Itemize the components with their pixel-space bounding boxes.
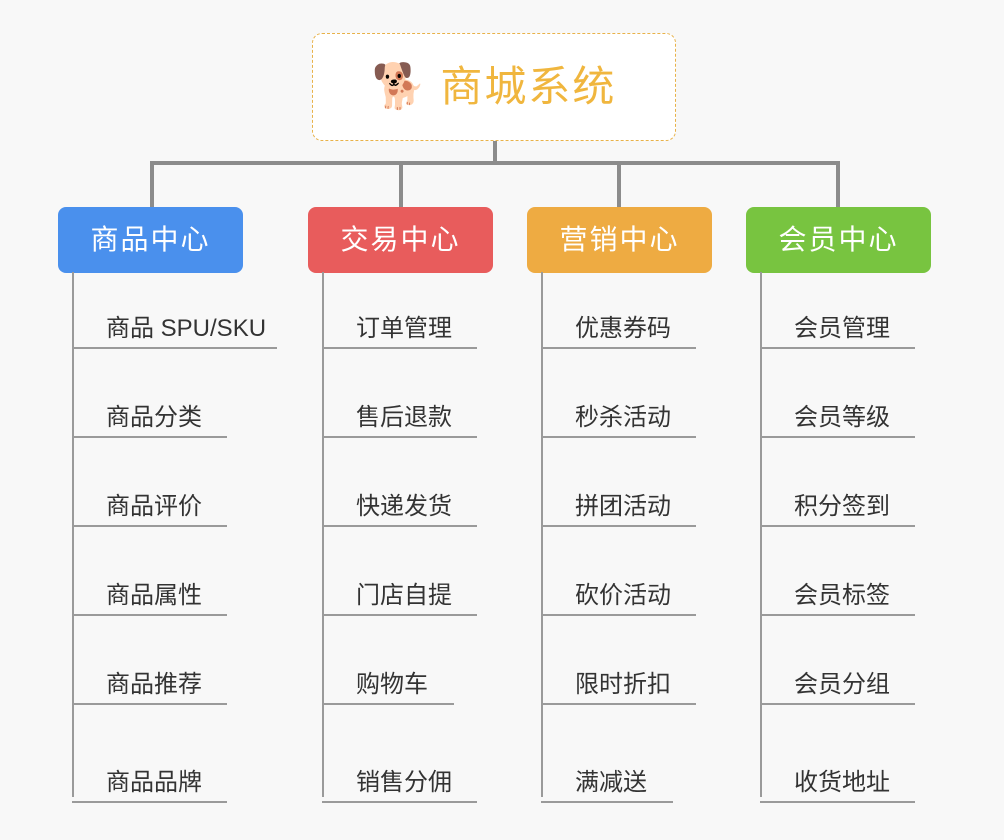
- leaf-label: 收货地址: [794, 769, 890, 796]
- bus-connector: [152, 161, 838, 165]
- leaf-item[interactable]: 会员管理: [760, 317, 915, 349]
- leaf-label: 优惠券码: [575, 315, 671, 342]
- leaf-label: 会员管理: [794, 315, 890, 342]
- branch-drop-connector-1: [150, 161, 154, 208]
- leaf-label: 商品评价: [106, 493, 202, 520]
- category-header-会员中心[interactable]: 会员中心: [746, 207, 931, 273]
- category-label: 会员中心: [778, 224, 899, 255]
- leaf-label: 商品分类: [106, 404, 202, 431]
- root-node[interactable]: 🐕 商城系统: [312, 33, 676, 141]
- leaf-label: 会员等级: [794, 404, 890, 431]
- branch-drop-connector-4: [836, 161, 840, 208]
- category-label: 交易中心: [340, 224, 461, 255]
- branch-trunk: [322, 272, 324, 797]
- branch-trunk: [760, 272, 762, 797]
- leaf-label: 商品品牌: [106, 769, 202, 796]
- leaf-item[interactable]: 商品推荐: [72, 673, 227, 705]
- branch-drop-connector-3: [617, 161, 621, 208]
- leaf-item[interactable]: 订单管理: [322, 317, 477, 349]
- leaf-item[interactable]: 限时折扣: [541, 673, 696, 705]
- leaf-item[interactable]: 会员等级: [760, 406, 915, 438]
- leaf-item[interactable]: 商品分类: [72, 406, 227, 438]
- leaf-label: 购物车: [356, 671, 428, 698]
- category-label: 营销中心: [559, 224, 680, 255]
- leaf-item[interactable]: 商品品牌: [72, 771, 227, 803]
- leaf-label: 砍价活动: [575, 582, 671, 609]
- leaf-item[interactable]: 满减送: [541, 771, 673, 803]
- leaf-label: 会员标签: [794, 582, 890, 609]
- leaf-label: 门店自提: [356, 582, 452, 609]
- category-label: 商品中心: [90, 224, 211, 255]
- branch-drop-connector-2: [399, 161, 403, 208]
- leaf-item[interactable]: 优惠券码: [541, 317, 696, 349]
- root-stem-connector: [493, 141, 497, 163]
- leaf-item[interactable]: 砍价活动: [541, 584, 696, 616]
- leaf-item[interactable]: 快递发货: [322, 495, 477, 527]
- leaf-item[interactable]: 门店自提: [322, 584, 477, 616]
- leaf-label: 商品推荐: [106, 671, 202, 698]
- leaf-item[interactable]: 会员分组: [760, 673, 915, 705]
- category-header-交易中心[interactable]: 交易中心: [308, 207, 493, 273]
- leaf-label: 秒杀活动: [575, 404, 671, 431]
- leaf-item[interactable]: 会员标签: [760, 584, 915, 616]
- branch-trunk: [541, 272, 543, 797]
- leaf-item[interactable]: 拼团活动: [541, 495, 696, 527]
- leaf-item[interactable]: 商品评价: [72, 495, 227, 527]
- leaf-label: 满减送: [575, 769, 647, 796]
- category-header-营销中心[interactable]: 营销中心: [527, 207, 712, 273]
- category-header-商品中心[interactable]: 商品中心: [58, 207, 243, 273]
- leaf-item[interactable]: 秒杀活动: [541, 406, 696, 438]
- leaf-item[interactable]: 售后退款: [322, 406, 477, 438]
- leaf-label: 会员分组: [794, 671, 890, 698]
- leaf-item[interactable]: 收货地址: [760, 771, 915, 803]
- leaf-item[interactable]: 销售分佣: [322, 771, 477, 803]
- leaf-label: 销售分佣: [356, 769, 452, 796]
- shiba-dog-face-icon: 🐕: [371, 62, 427, 111]
- leaf-label: 售后退款: [356, 404, 452, 431]
- leaf-label: 积分签到: [794, 493, 890, 520]
- leaf-label: 快递发货: [356, 493, 452, 520]
- branch-trunk: [72, 272, 74, 797]
- leaf-item[interactable]: 商品 SPU/SKU: [72, 317, 277, 349]
- leaf-item[interactable]: 积分签到: [760, 495, 915, 527]
- leaf-label: 商品属性: [106, 582, 202, 609]
- leaf-label: 订单管理: [356, 315, 452, 342]
- leaf-item[interactable]: 购物车: [322, 673, 454, 705]
- leaf-label: 商品 SPU/SKU: [106, 315, 267, 342]
- root-title: 商城系统: [440, 63, 617, 110]
- leaf-item[interactable]: 商品属性: [72, 584, 227, 616]
- leaf-label: 限时折扣: [575, 671, 671, 698]
- leaf-label: 拼团活动: [575, 493, 671, 520]
